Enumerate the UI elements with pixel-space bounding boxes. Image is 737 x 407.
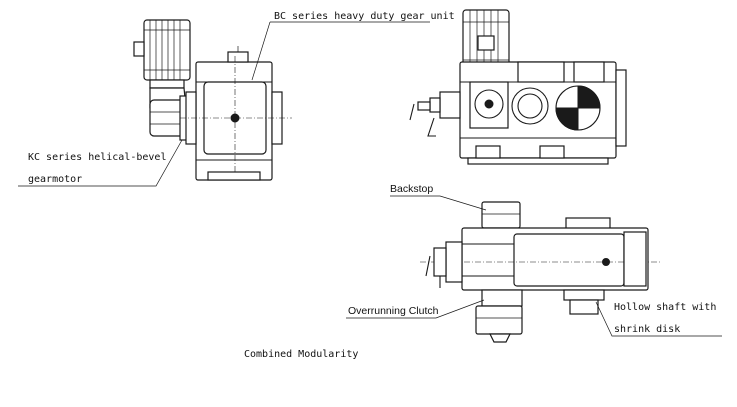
kc-series-leader (18, 139, 183, 187)
hollow-shaft-leader (595, 301, 722, 337)
bc-series-leader (251, 21, 430, 81)
kc-motor (133, 19, 191, 89)
overrunning-clutch-unit (475, 289, 523, 343)
front-view-assembly (133, 19, 292, 181)
bc-gear-unit-front (180, 46, 292, 181)
top-housing (420, 227, 660, 291)
bc-series-label: BC series heavy duty gear unit (274, 11, 455, 22)
backstop-leader (390, 195, 487, 211)
backstop-label: Backstop (390, 183, 433, 195)
hollow-shaft-label-line2: shrink disk (614, 324, 680, 335)
kc-series-label-line1: KC series helical-bevel (28, 152, 166, 163)
side-housing (459, 61, 627, 165)
hollow-shaft-label-line1: Hollow shaft with (614, 302, 716, 313)
hollow-shaft-shrink-disk (563, 289, 605, 315)
overrunning-clutch-leader (346, 299, 485, 319)
kc-series-label-line2: gearmotor (28, 174, 82, 185)
overrunning-clutch-label: Overrunning Clutch (348, 305, 439, 317)
caption-combined-modularity: Combined Modularity (244, 349, 358, 360)
backstop-unit (481, 201, 521, 229)
top-input-coupling (425, 241, 463, 288)
side-view-assembly (409, 9, 627, 165)
top-view-assembly (420, 201, 660, 343)
side-input-coupling (409, 91, 461, 137)
